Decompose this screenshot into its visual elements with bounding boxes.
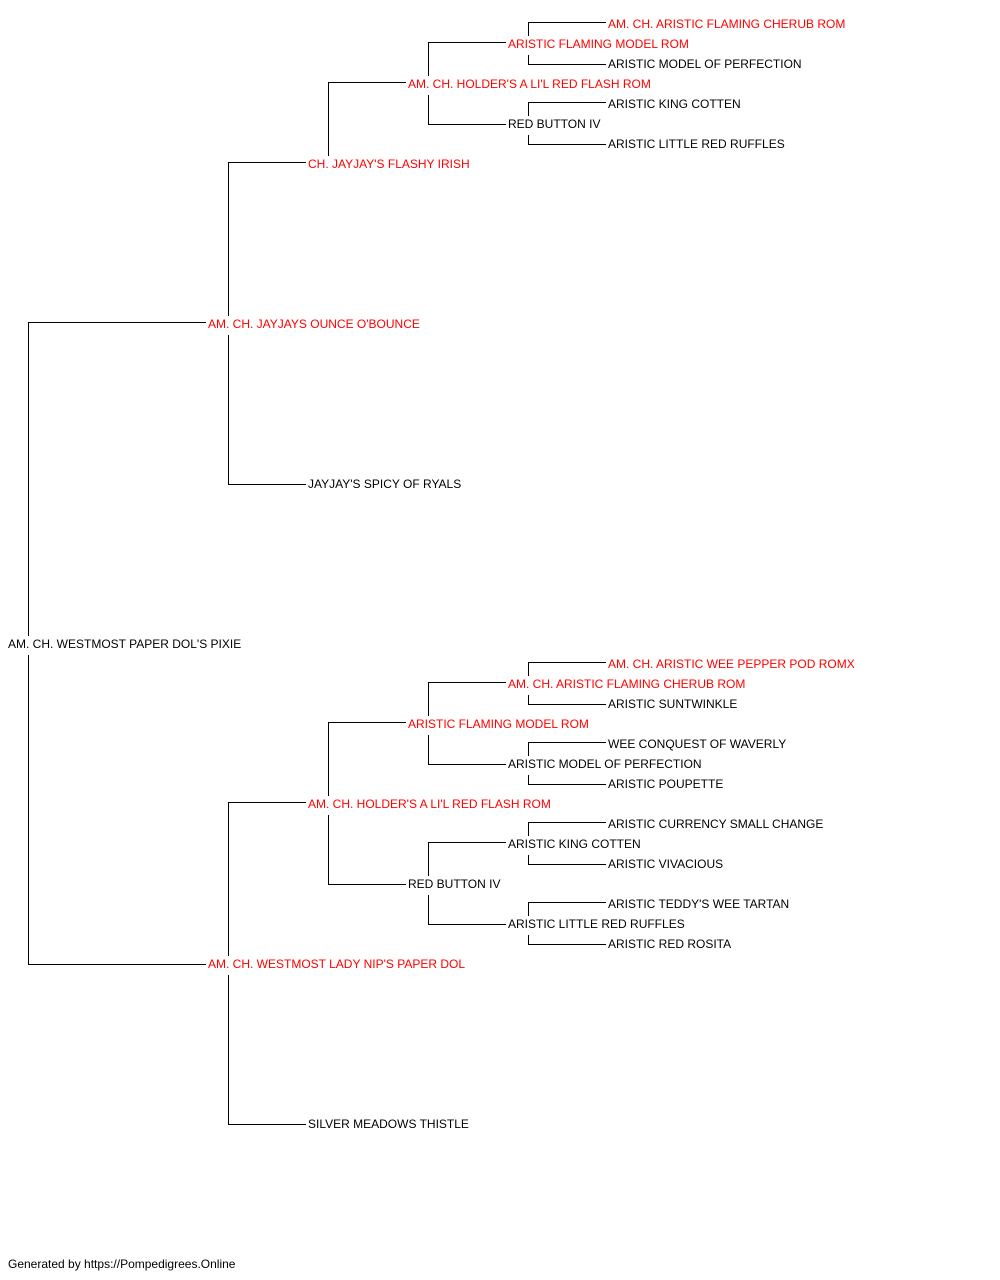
maternal-grandsire-name: AM. CH. HOLDER'S A LI'L RED FLASH ROM <box>308 797 551 811</box>
ancestor-dam-sire-dam: RED BUTTON IV <box>408 877 501 891</box>
ancestor-dsdd-sire-name: ARISTIC TEDDY'S WEE TARTAN <box>608 897 790 911</box>
ancestor-dam-sire-sire-dam: ARISTIC MODEL OF PERFECTION <box>508 757 702 771</box>
ancestor-dam-sire-sire-sire: AM. CH. ARISTIC FLAMING CHERUB ROM <box>508 677 746 691</box>
ancestor-dsss-dam: ARISTIC SUNTWINKLE <box>608 697 738 711</box>
connector-sss-dam <box>428 95 506 125</box>
ancestor-sire-sire-sire-name: AM. CH. HOLDER'S A LI'L RED FLASH ROM <box>408 77 651 91</box>
ancestor-dam-sire-dam-dam: ARISTIC LITTLE RED RUFFLES <box>508 917 685 931</box>
ancestor-dsss-sire-name: AM. CH. ARISTIC WEE PEPPER POD ROMX <box>608 657 855 671</box>
ancestor-sssd-dam-name: ARISTIC LITTLE RED RUFFLES <box>608 137 785 151</box>
paternal-grandsire-name: CH. JAYJAY'S FLASHY IRISH <box>308 157 470 171</box>
ancestor-sire-sire-sire-sire-name: ARISTIC FLAMING MODEL ROM <box>508 37 689 51</box>
ancestor-sire-sire-sire-dam-name: RED BUTTON IV <box>508 117 601 131</box>
paternal-grandsire: CH. JAYJAY'S FLASHY IRISH <box>308 157 470 171</box>
dam: AM. CH. WESTMOST LADY NIP'S PAPER DOL <box>208 957 466 971</box>
ancestor-dsds-dam: ARISTIC VIVACIOUS <box>608 857 724 871</box>
connector-dsss-sire <box>528 662 606 676</box>
ancestor-dssd-sire: WEE CONQUEST OF WAVERLY <box>608 737 787 751</box>
connector-dam-sire <box>228 802 306 956</box>
connector-dsdd-sire <box>528 902 606 916</box>
connector-subject-sire <box>28 322 206 636</box>
ancestor-dssd-dam-name: ARISTIC POUPETTE <box>608 777 724 791</box>
connector-dsdd-dam <box>528 935 606 945</box>
ancestor-ssss-dam: ARISTIC MODEL OF PERFECTION <box>608 57 802 71</box>
dam-name: AM. CH. WESTMOST LADY NIP'S PAPER DOL <box>208 957 466 971</box>
paternal-granddam-name: JAYJAY'S SPICY OF RYALS <box>308 477 462 491</box>
connector-ssss-dam <box>528 55 606 65</box>
connector-ssss-sire <box>528 22 606 36</box>
generated-by-footer: Generated by https://Pompedigrees.Online <box>8 1257 236 1271</box>
ancestor-dsdd-dam: ARISTIC RED ROSITA <box>608 937 732 951</box>
ancestor-dam-sire-sire-sire-name: AM. CH. ARISTIC FLAMING CHERUB ROM <box>508 677 746 691</box>
connector-dsds-dam <box>528 855 606 865</box>
connector-sssd-sire <box>528 102 606 116</box>
connector-sire-sire <box>228 162 306 316</box>
ancestor-sssd-sire-name: ARISTIC KING COTTEN <box>608 97 741 111</box>
maternal-granddam: SILVER MEADOWS THISTLE <box>308 1117 469 1131</box>
connector-ds-sire <box>328 722 406 796</box>
connector-sssd-dam <box>528 135 606 145</box>
ancestor-dam-sire-sire-name: ARISTIC FLAMING MODEL ROM <box>408 717 589 731</box>
connector-dss-dam <box>428 735 506 765</box>
subject-dog-name: AM. CH. WESTMOST PAPER DOL'S PIXIE <box>8 637 242 651</box>
ancestor-sssd-dam: ARISTIC LITTLE RED RUFFLES <box>608 137 785 151</box>
ancestor-dsss-sire: AM. CH. ARISTIC WEE PEPPER POD ROMX <box>608 657 855 671</box>
ancestor-dsds-sire: ARISTIC CURRENCY SMALL CHANGE <box>608 817 824 831</box>
ancestor-ssss-sire: AM. CH. ARISTIC FLAMING CHERUB ROM <box>608 17 846 31</box>
ancestor-ssss-dam-name: ARISTIC MODEL OF PERFECTION <box>608 57 802 71</box>
connector-ds-dam <box>328 815 406 885</box>
connector-sss-sire <box>428 42 506 76</box>
subject-dog: AM. CH. WESTMOST PAPER DOL'S PIXIE <box>8 637 242 651</box>
ancestor-ssss-sire-name: AM. CH. ARISTIC FLAMING CHERUB ROM <box>608 17 846 31</box>
connector-dssd-dam <box>528 775 606 785</box>
connector-dsds-sire <box>528 822 606 836</box>
ancestor-dsdd-dam-name: ARISTIC RED ROSITA <box>608 937 732 951</box>
ancestor-dam-sire-dam-sire: ARISTIC KING COTTEN <box>508 837 641 851</box>
connector-dss-sire <box>428 682 506 716</box>
connector-dsss-dam <box>528 695 606 705</box>
ancestor-sssd-sire: ARISTIC KING COTTEN <box>608 97 741 111</box>
ancestor-dam-sire-dam-dam-name: ARISTIC LITTLE RED RUFFLES <box>508 917 685 931</box>
sire-name: AM. CH. JAYJAYS OUNCE O'BOUNCE <box>208 317 420 331</box>
sire: AM. CH. JAYJAYS OUNCE O'BOUNCE <box>208 317 420 331</box>
ancestor-dam-sire-dam-name: RED BUTTON IV <box>408 877 501 891</box>
ancestor-dam-sire-dam-sire-name: ARISTIC KING COTTEN <box>508 837 641 851</box>
maternal-granddam-name: SILVER MEADOWS THISTLE <box>308 1117 469 1131</box>
ancestor-dssd-sire-name: WEE CONQUEST OF WAVERLY <box>608 737 787 751</box>
paternal-granddam: JAYJAY'S SPICY OF RYALS <box>308 477 462 491</box>
ancestor-dsds-dam-name: ARISTIC VIVACIOUS <box>608 857 724 871</box>
ancestor-dsds-sire-name: ARISTIC CURRENCY SMALL CHANGE <box>608 817 824 831</box>
connector-dssd-sire <box>528 742 606 756</box>
ancestor-dsss-dam-name: ARISTIC SUNTWINKLE <box>608 697 738 711</box>
connector-dsd-sire <box>428 842 506 876</box>
ancestor-sire-sire-sire-dam: RED BUTTON IV <box>508 117 601 131</box>
ancestor-dam-sire-sire: ARISTIC FLAMING MODEL ROM <box>408 717 589 731</box>
maternal-grandsire: AM. CH. HOLDER'S A LI'L RED FLASH ROM <box>308 797 551 811</box>
ancestor-sire-sire-sire-sire: ARISTIC FLAMING MODEL ROM <box>508 37 689 51</box>
connector-sire-dam <box>228 335 306 485</box>
connector-dam-dam <box>228 975 306 1125</box>
ancestor-sire-sire-sire: AM. CH. HOLDER'S A LI'L RED FLASH ROM <box>408 77 651 91</box>
ancestor-dsdd-sire: ARISTIC TEDDY'S WEE TARTAN <box>608 897 790 911</box>
ancestor-dssd-dam: ARISTIC POUPETTE <box>608 777 724 791</box>
connector-dsd-dam <box>428 895 506 925</box>
ancestor-dam-sire-sire-dam-name: ARISTIC MODEL OF PERFECTION <box>508 757 702 771</box>
connector-sire-sire-sire <box>328 82 406 156</box>
connector-subject-dam <box>28 655 206 965</box>
